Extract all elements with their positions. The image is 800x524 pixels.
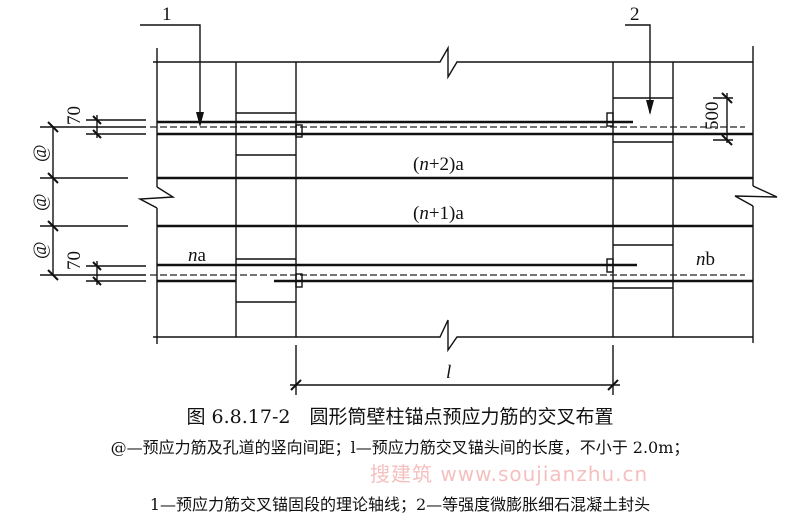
label-na: na	[188, 245, 207, 266]
left-anchor-column	[235, 62, 297, 337]
dim-500-label: 500	[702, 102, 723, 131]
dim-l: l	[290, 345, 620, 395]
arrow-icon	[196, 112, 204, 127]
right-anchor-column	[612, 62, 674, 337]
wall-outline	[137, 45, 778, 353]
figure-title: 图 6.8.17-2 圆形筒壁柱锚点预应力筋的交叉布置	[186, 406, 614, 428]
figure-note-2: 1—预应力筋交叉锚固段的理论轴线；2—等强度微膨胀细石混凝土封头	[149, 495, 651, 514]
dim-70-top: 70	[64, 106, 85, 125]
leader-1: 1	[140, 4, 204, 127]
tendons	[150, 120, 753, 283]
label-nb: nb	[696, 249, 715, 270]
label-n-plus-1-a: (n+1)a	[413, 203, 464, 224]
leader-2: 2	[625, 4, 654, 115]
dim-l-label: l	[446, 362, 451, 383]
spacing-label: @	[30, 194, 51, 212]
spacing-label: @	[30, 242, 51, 260]
spacing-dimensions: @ @ @ 70 70	[30, 106, 146, 286]
leader-2-label: 2	[630, 4, 640, 25]
dim-70-bottom: 70	[64, 251, 85, 270]
anchor-plates	[295, 112, 614, 288]
leader-1-label: 1	[162, 4, 172, 25]
arrow-icon	[646, 100, 654, 115]
watermark: 搜建筑 www.soujianzhu.cn	[370, 462, 649, 486]
tendon-layout-diagram: 1 2 @ @ @ 70 70 500	[30, 4, 778, 395]
label-n-plus-2-a: (n+2)a	[413, 154, 464, 175]
spacing-label: @	[30, 145, 51, 163]
figure-note-1: @—预应力筋及孔道的竖向间距；l—预应力筋交叉锚头间的长度，不小于 2.0m；	[110, 438, 690, 457]
dim-500: 500	[702, 92, 733, 146]
